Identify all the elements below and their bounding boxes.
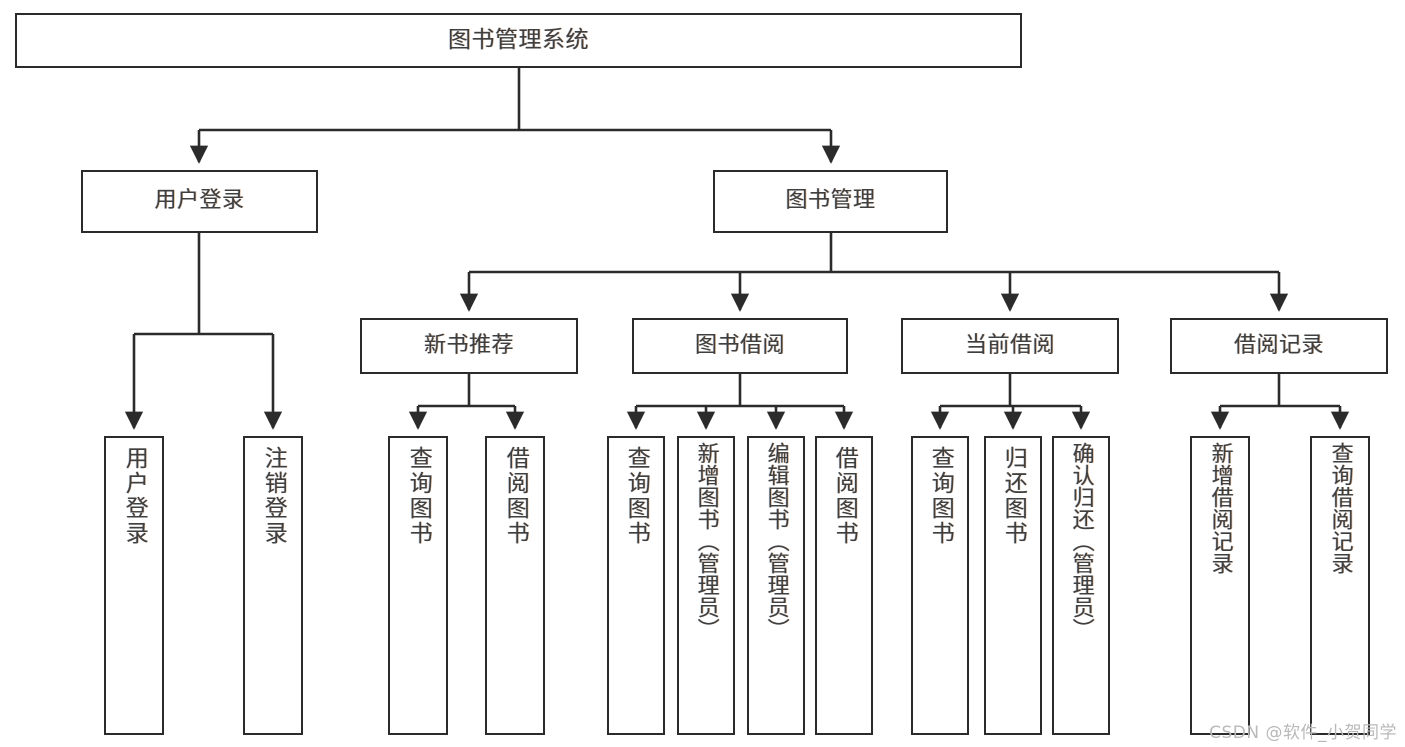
node-root[interactable]: 图书管理系统 (15, 13, 1022, 68)
leaf-logout-label: 注销登录 (260, 446, 287, 546)
leaf-borrow-book-bb[interactable]: 借阅图书 (815, 436, 873, 735)
node-borrow-record[interactable]: 借阅记录 (1170, 318, 1388, 374)
node-book-management[interactable]: 图书管理 (713, 170, 948, 233)
node-user-login[interactable]: 用户登录 (81, 170, 318, 233)
leaf-edit-book-admin-label: 编辑图书（管理员） (763, 442, 789, 640)
leaf-query-book-bb[interactable]: 查询图书 (607, 436, 665, 735)
leaf-user-login[interactable]: 用户登录 (104, 436, 164, 735)
leaf-query-book-nbr-label: 查询图书 (405, 446, 432, 546)
node-current-borrow[interactable]: 当前借阅 (901, 318, 1119, 374)
watermark-text: CSDN @软件_小贺同学 (1209, 723, 1397, 743)
node-borrow-record-label: 借阅记录 (1233, 332, 1324, 358)
node-user-login-label: 用户登录 (154, 188, 245, 214)
node-book-management-label: 图书管理 (785, 188, 876, 214)
node-current-borrow-label: 当前借阅 (964, 332, 1055, 358)
leaf-return-book[interactable]: 归还图书 (984, 436, 1042, 735)
leaf-confirm-return-admin[interactable]: 确认归还（管理员） (1052, 436, 1110, 735)
leaf-borrow-book-nbr-label: 借阅图书 (502, 446, 529, 546)
leaf-edit-book-admin[interactable]: 编辑图书（管理员） (747, 436, 805, 735)
leaf-add-book-admin-label: 新增图书（管理员） (693, 442, 719, 640)
leaf-query-book-cb-label: 查询图书 (927, 446, 954, 546)
leaf-query-book-cb[interactable]: 查询图书 (911, 436, 969, 735)
leaf-borrow-book-bb-label: 借阅图书 (831, 446, 858, 546)
node-new-book-recommend-label: 新书推荐 (423, 332, 514, 358)
leaf-user-login-label: 用户登录 (121, 446, 148, 546)
leaf-query-book-bb-label: 查询图书 (623, 446, 650, 546)
leaf-borrow-book-nbr[interactable]: 借阅图书 (485, 436, 545, 735)
node-root-label: 图书管理系统 (448, 26, 589, 53)
leaf-query-book-nbr[interactable]: 查询图书 (388, 436, 448, 735)
leaf-return-book-label: 归还图书 (1000, 446, 1027, 546)
leaf-logout[interactable]: 注销登录 (243, 436, 303, 735)
leaf-add-borrow-record[interactable]: 新增借阅记录 (1190, 436, 1250, 735)
leaf-query-borrow-record[interactable]: 查询借阅记录 (1310, 436, 1370, 735)
node-book-borrow[interactable]: 图书借阅 (632, 318, 848, 374)
leaf-add-borrow-record-label: 新增借阅记录 (1207, 442, 1233, 574)
node-book-borrow-label: 图书借阅 (694, 332, 785, 358)
node-new-book-recommend[interactable]: 新书推荐 (360, 318, 578, 374)
leaf-add-book-admin[interactable]: 新增图书（管理员） (677, 436, 735, 735)
leaf-confirm-return-admin-label: 确认归还（管理员） (1068, 442, 1094, 640)
leaf-query-borrow-record-label: 查询借阅记录 (1327, 442, 1353, 574)
